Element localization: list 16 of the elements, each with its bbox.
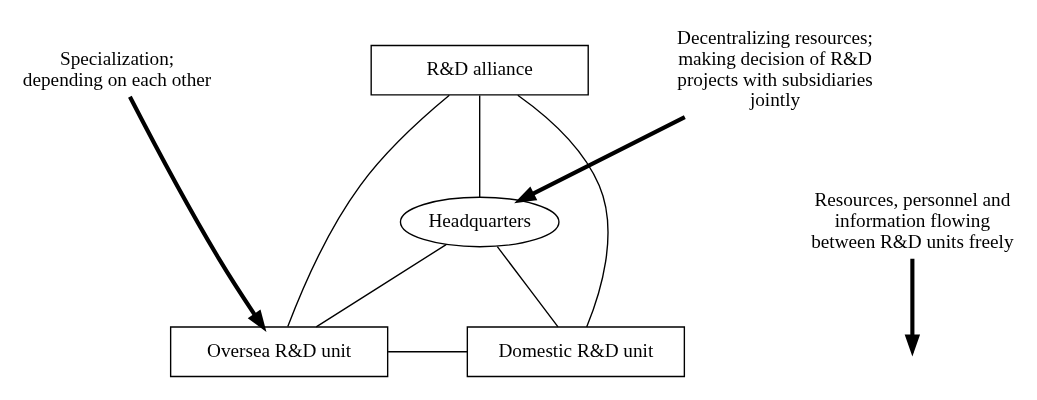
arrow [514,115,686,204]
node-box: Domestic R&D unit [466,326,686,378]
arrow [904,258,921,357]
connector [315,243,447,328]
connector [287,94,450,328]
node-box: R&D alliance [370,44,589,96]
connector [496,245,559,328]
node-box: Oversea R&D unit [169,326,389,378]
node-text: Specialization; depending on each other [22,47,212,90]
connector [387,351,468,353]
arrow [128,95,267,333]
node-ellipse: Headquarters [399,196,560,248]
connector [479,94,481,198]
node-text: Decentralizing resources; making decision of R&D projects with subsidiaries jointly [677,27,873,111]
connector [517,94,609,328]
node-text: Resources, personnel and information flowing between R&D units freely [811,189,1014,252]
